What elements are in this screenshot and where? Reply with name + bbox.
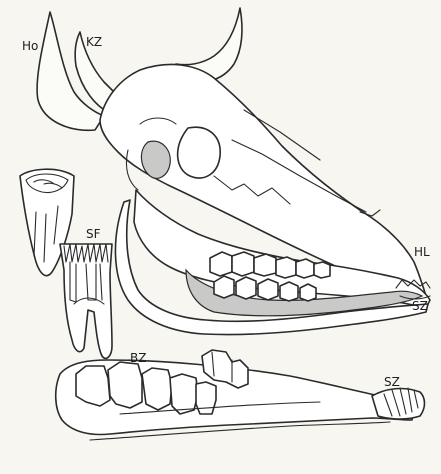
orbit xyxy=(178,127,221,178)
tooth-section xyxy=(60,244,112,358)
label-ho: Ho xyxy=(22,40,38,52)
label-sz-lower: SZ xyxy=(384,376,400,388)
lower-jaw xyxy=(56,350,425,440)
label-sz-upper: SZ xyxy=(412,300,428,312)
label-kz: KZ xyxy=(86,36,102,48)
lower-incisors-fan xyxy=(372,388,425,419)
label-hl: HL xyxy=(414,246,430,258)
label-sf: SF xyxy=(86,228,101,240)
label-bz: BZ xyxy=(130,352,146,364)
